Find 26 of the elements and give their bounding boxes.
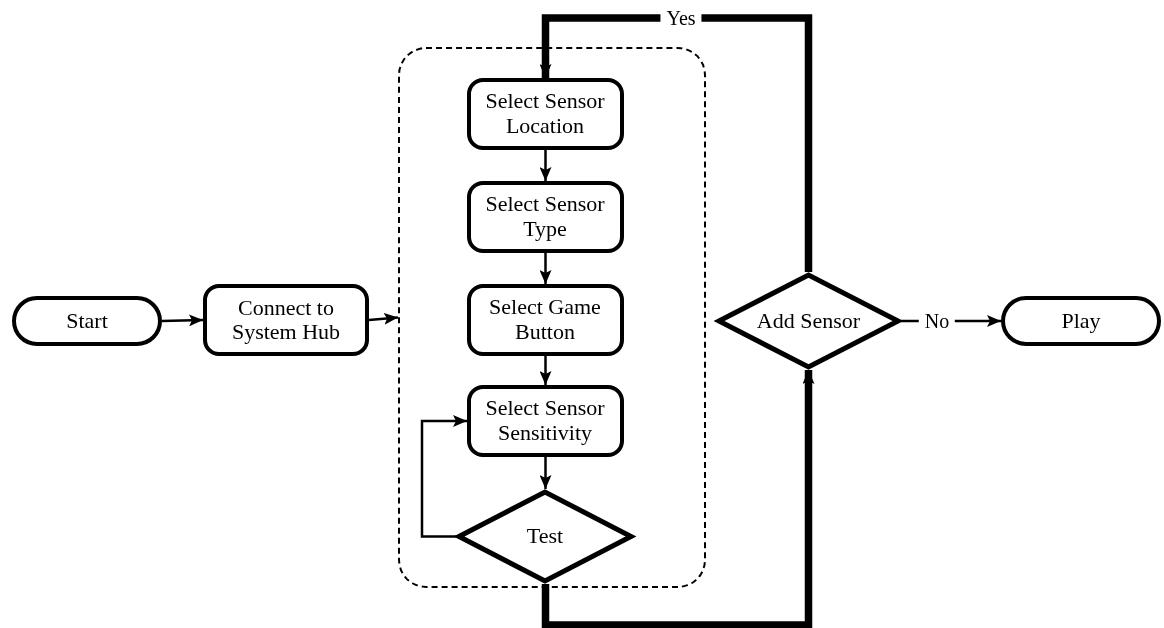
dashed-group-box: [398, 47, 706, 588]
node-label: Play: [1061, 308, 1101, 334]
node-label: Select Sensor Location: [484, 89, 606, 138]
process-box: [203, 284, 369, 356]
arrow: [161, 314, 204, 327]
arrow: [539, 253, 552, 284]
node-label: Test: [526, 523, 564, 549]
process-box: [466, 384, 624, 457]
terminal-shape: [12, 296, 162, 346]
process-box: [466, 283, 624, 356]
arrow: [420, 415, 467, 538]
node-label: Select Sensor Sensitivity: [484, 396, 606, 445]
arrow: [539, 457, 552, 489]
process-box: [466, 77, 624, 150]
terminal-shape: [1001, 296, 1161, 346]
decision-diamond: [716, 272, 901, 370]
node-label: Add Sensor: [756, 308, 861, 334]
process-box: [466, 180, 624, 253]
decision-diamond: [456, 488, 634, 584]
arrow: [539, 356, 552, 385]
node-label: Start: [66, 308, 108, 334]
node-label: Select Game Button: [488, 295, 602, 344]
arrow: [368, 312, 399, 325]
arrow: [539, 150, 552, 181]
node-label: Select Sensor Type: [484, 192, 606, 241]
node-label: Connect to System Hub: [230, 295, 342, 345]
